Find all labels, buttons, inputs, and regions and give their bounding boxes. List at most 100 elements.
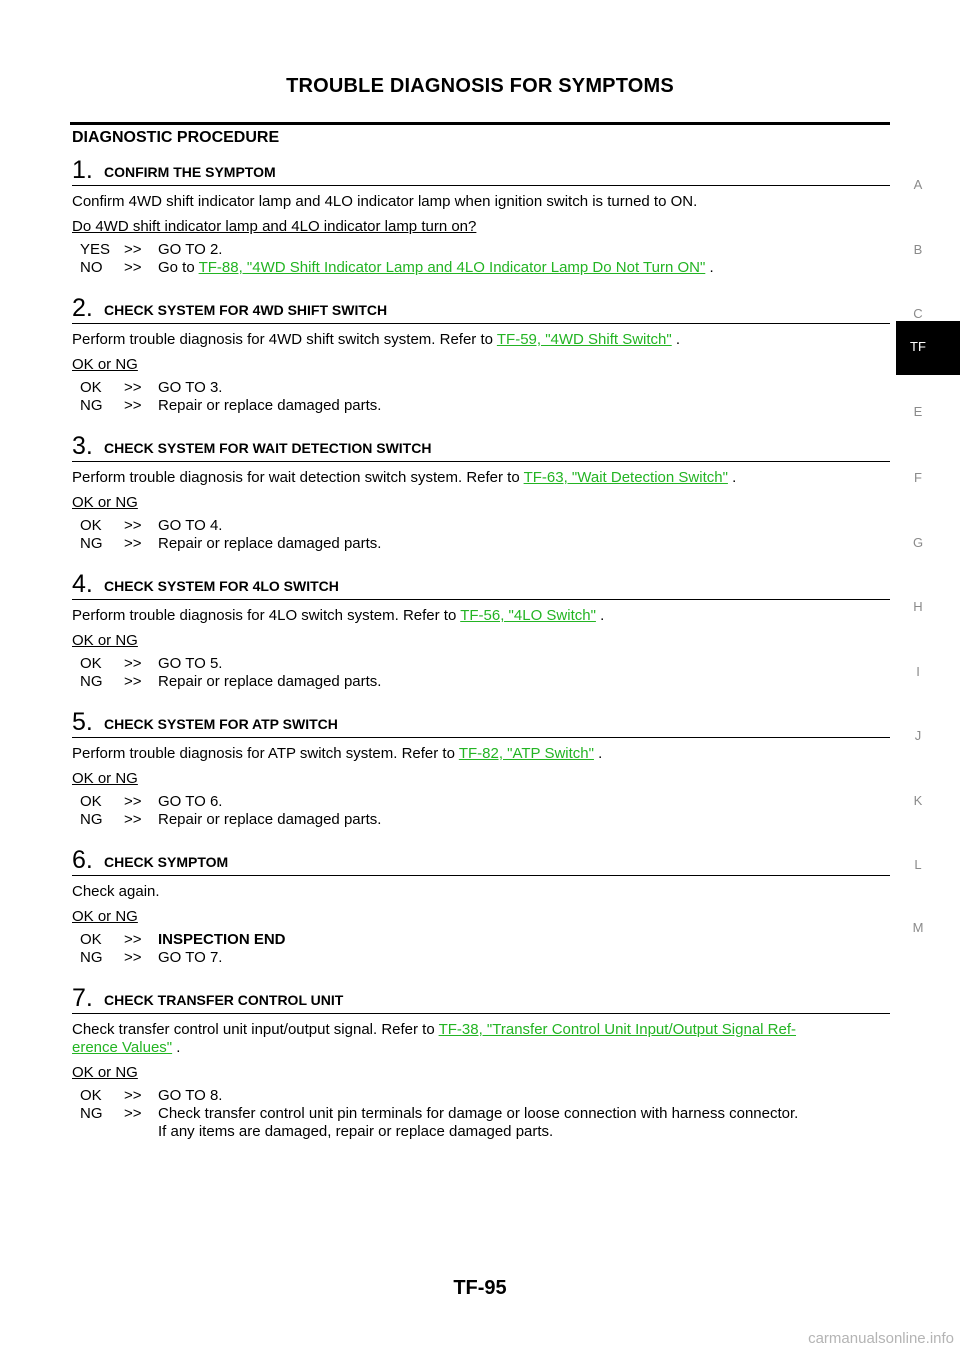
step-description: Confirm 4WD shift indicator lamp and 4LO… <box>72 193 698 210</box>
side-index-h[interactable]: H <box>913 599 923 614</box>
answer-arrow: >> <box>124 397 142 414</box>
answer-arrow: >> <box>124 379 142 396</box>
step-7: 7. CHECK TRANSFER CONTROL UNIT Check tra… <box>72 985 890 1141</box>
side-index-m[interactable]: M <box>912 920 924 935</box>
step-title: CHECK TRANSFER CONTROL UNIT <box>104 992 344 1008</box>
answer-no: NO >> Go to TF-88, "4WD Shift Indicator … <box>80 259 890 277</box>
side-index-i[interactable]: I <box>916 664 920 679</box>
step-description: Perform trouble diagnosis for ATP switch… <box>72 745 603 762</box>
answer-list: OK >> GO TO 5. NG >> Repair or replace d… <box>80 655 890 691</box>
answer-yes: YES >> GO TO 2. <box>80 241 890 259</box>
side-index-g[interactable]: G <box>912 535 924 550</box>
answer-key: OK <box>80 793 102 810</box>
side-index-k[interactable]: K <box>913 793 923 808</box>
step-question: OK or NG <box>72 494 138 511</box>
step-description: Perform trouble diagnosis for wait detec… <box>72 469 737 486</box>
step-question: OK or NG <box>72 908 138 925</box>
answer-suffix: . <box>705 259 714 276</box>
step-number: 7. <box>72 984 93 1012</box>
step-header: 4. CHECK SYSTEM FOR 4LO SWITCH <box>72 571 890 600</box>
answer-ng: NG >> Repair or replace damaged parts. <box>80 535 890 553</box>
step-header: 2. CHECK SYSTEM FOR 4WD SHIFT SWITCH <box>72 295 890 324</box>
step-2: 2. CHECK SYSTEM FOR 4WD SHIFT SWITCH Per… <box>72 295 890 415</box>
answer-key: NG <box>80 811 103 828</box>
answer-ng: NG >> Repair or replace damaged parts. <box>80 397 890 415</box>
answer-list: YES >> GO TO 2. NO >> Go to TF-88, "4WD … <box>80 241 890 277</box>
answer-text: Repair or replace damaged parts. <box>158 535 382 552</box>
section-heading: DIAGNOSTIC PROCEDURE <box>72 129 280 146</box>
side-index-b[interactable]: B <box>913 242 923 257</box>
side-index-l[interactable]: L <box>914 857 922 872</box>
answer-text: GO TO 8. <box>158 1087 223 1104</box>
reference-link[interactable]: TF-63, "Wait Detection Switch" <box>523 469 728 486</box>
answer-text: Repair or replace damaged parts. <box>158 811 382 828</box>
answer-arrow: >> <box>124 1105 142 1122</box>
answer-key: NG <box>80 535 103 552</box>
step-header: 1. CONFIRM THE SYMPTOM <box>72 157 890 186</box>
answer-key: NG <box>80 1105 103 1122</box>
watermark: carmanualsonline.info <box>808 1330 954 1347</box>
answer-arrow: >> <box>124 673 142 690</box>
answer-key: OK <box>80 517 102 534</box>
side-index-a[interactable]: A <box>913 177 923 192</box>
answer-ok: OK >> GO TO 3. <box>80 379 890 397</box>
side-index-c[interactable]: C <box>913 306 923 321</box>
step-number: 2. <box>72 294 93 322</box>
answer-ok: OK >> GO TO 8. <box>80 1087 890 1105</box>
reference-link-continued[interactable]: erence Values" <box>72 1039 173 1056</box>
answer-key: NO <box>80 259 103 276</box>
side-index-e[interactable]: E <box>913 404 923 419</box>
answer-ng: NG >> Check transfer control unit pin te… <box>80 1105 890 1141</box>
reference-link[interactable]: TF-38, "Transfer Control Unit Input/Outp… <box>438 1021 797 1038</box>
title-divider <box>70 122 890 125</box>
answer-arrow: >> <box>124 949 142 966</box>
answer-arrow: >> <box>124 259 142 276</box>
answer-key: OK <box>80 655 102 672</box>
answer-arrow: >> <box>124 655 142 672</box>
answer-list: OK >> INSPECTION END NG >> GO TO 7. <box>80 931 890 967</box>
answer-text: INSPECTION END <box>158 931 286 948</box>
answer-ok: OK >> INSPECTION END <box>80 931 890 949</box>
answer-arrow: >> <box>124 811 142 828</box>
step-header: 6. CHECK SYMPTOM <box>72 847 890 876</box>
answer-text: Repair or replace damaged parts. <box>158 673 382 690</box>
reference-link[interactable]: TF-82, "ATP Switch" <box>458 745 594 762</box>
answer-text: GO TO 2. <box>158 241 223 258</box>
step-header: 3. CHECK SYSTEM FOR WAIT DETECTION SWITC… <box>72 433 890 462</box>
reference-link[interactable]: TF-88, "4WD Shift Indicator Lamp and 4LO… <box>198 259 706 276</box>
answer-key: NG <box>80 673 103 690</box>
answer-arrow: >> <box>124 793 142 810</box>
reference-link[interactable]: TF-59, "4WD Shift Switch" <box>496 331 672 348</box>
answer-text: GO TO 5. <box>158 655 223 672</box>
answer-ng: NG >> Repair or replace damaged parts. <box>80 673 890 691</box>
answer-ok: OK >> GO TO 4. <box>80 517 890 535</box>
reference-link[interactable]: TF-56, "4LO Switch" <box>460 607 596 624</box>
step-number: 4. <box>72 570 93 598</box>
step-question: OK or NG <box>72 632 138 649</box>
step-1: 1. CONFIRM THE SYMPTOM Confirm 4WD shift… <box>72 157 890 277</box>
page-title: TROUBLE DIAGNOSIS FOR SYMPTOMS <box>286 75 674 97</box>
side-index-j[interactable]: J <box>914 728 922 743</box>
step-6: 6. CHECK SYMPTOM Check again. OK or NG O… <box>72 847 890 967</box>
answer-text: GO TO 6. <box>158 793 223 810</box>
step-question: OK or NG <box>72 770 138 787</box>
answer-key: YES <box>80 241 111 258</box>
answer-list: OK >> GO TO 3. NG >> Repair or replace d… <box>80 379 890 415</box>
step-title: CHECK SYSTEM FOR ATP SWITCH <box>104 716 338 732</box>
answer-ng: NG >> GO TO 7. <box>80 949 890 967</box>
answer-key: OK <box>80 931 102 948</box>
step-3: 3. CHECK SYSTEM FOR WAIT DETECTION SWITC… <box>72 433 890 553</box>
step-header: 5. CHECK SYSTEM FOR ATP SWITCH <box>72 709 890 738</box>
answer-ng: NG >> Repair or replace damaged parts. <box>80 811 890 829</box>
step-header: 7. CHECK TRANSFER CONTROL UNIT <box>72 985 890 1014</box>
step-description: Check transfer control unit input/output… <box>72 1021 797 1056</box>
side-index-tf-active[interactable]: TF <box>896 321 960 375</box>
step-title: CHECK SYSTEM FOR 4WD SHIFT SWITCH <box>104 302 388 318</box>
procedure-content: 1. CONFIRM THE SYMPTOM Confirm 4WD shift… <box>72 157 890 1141</box>
step-question: Do 4WD shift indicator lamp and 4LO indi… <box>72 218 477 235</box>
answer-key: OK <box>80 379 102 396</box>
side-index-f[interactable]: F <box>914 470 922 485</box>
step-title: CHECK SYSTEM FOR 4LO SWITCH <box>104 578 339 594</box>
answer-list: OK >> GO TO 6. NG >> Repair or replace d… <box>80 793 890 829</box>
answer-text: Repair or replace damaged parts. <box>158 397 382 414</box>
